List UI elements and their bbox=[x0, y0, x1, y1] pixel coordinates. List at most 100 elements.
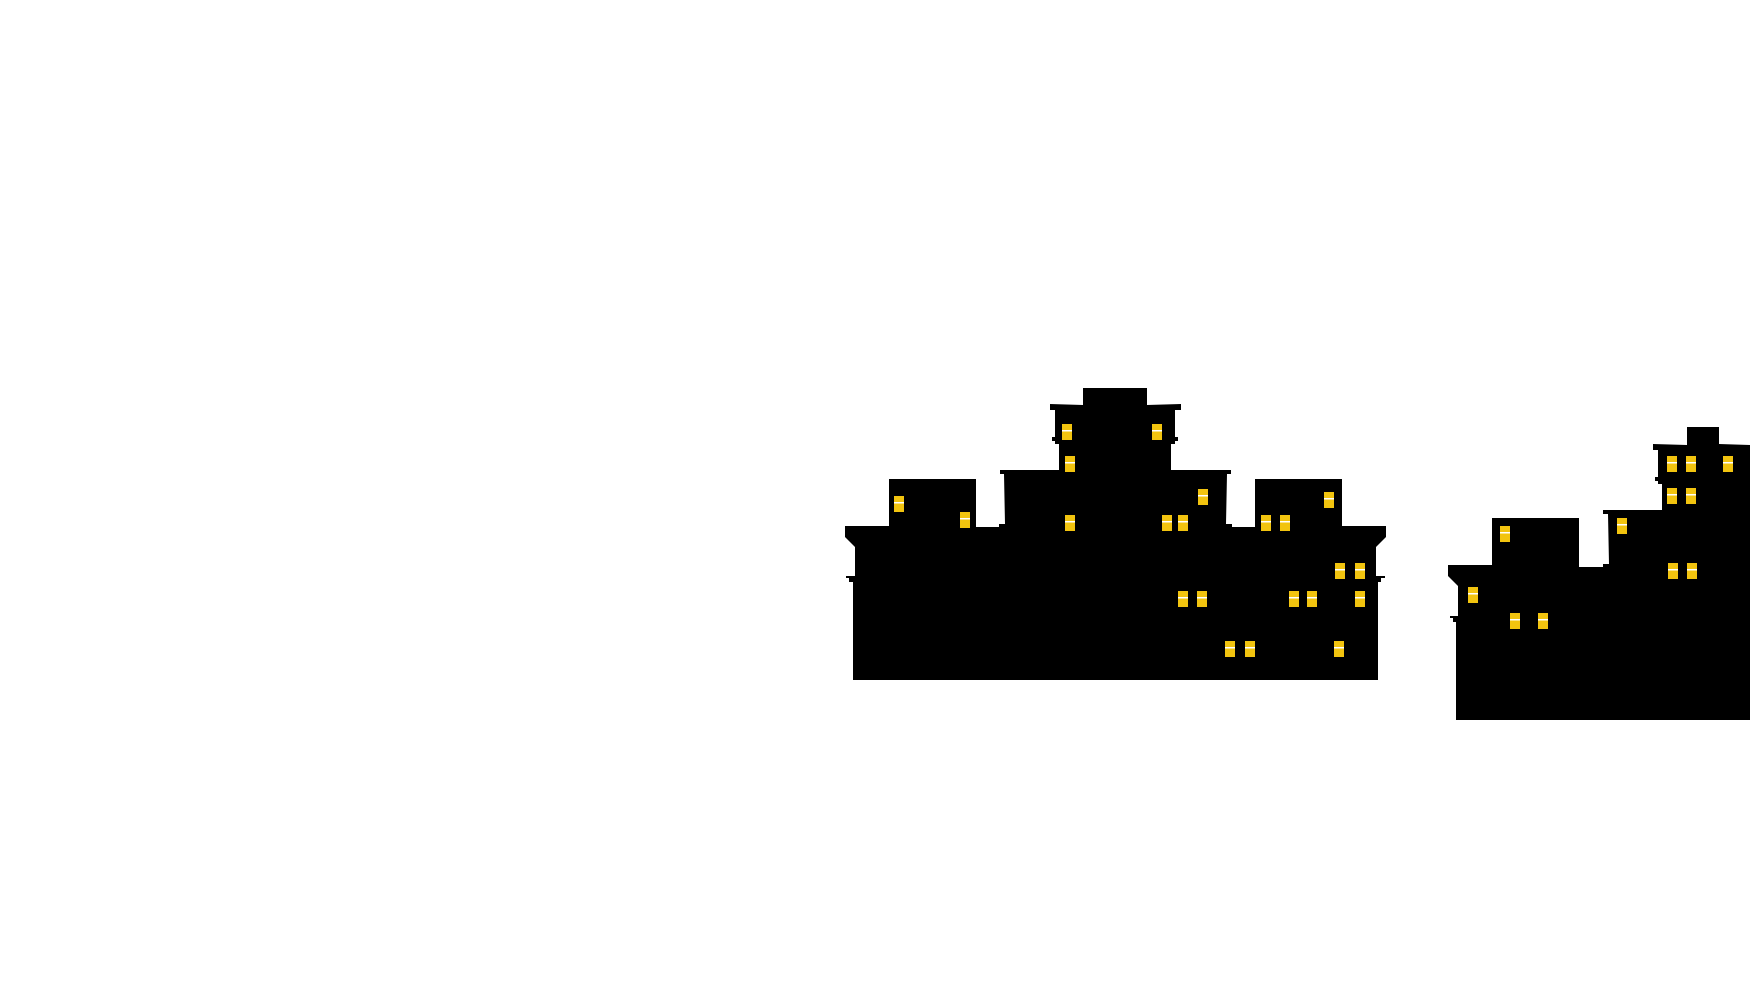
castle-center-window bbox=[1198, 489, 1208, 505]
window-pane bbox=[1307, 591, 1317, 607]
window-divider bbox=[1335, 569, 1345, 571]
castle-right-window bbox=[1500, 526, 1510, 542]
castle-right-window bbox=[1667, 456, 1677, 472]
window-divider bbox=[1355, 569, 1365, 571]
castle-center-window bbox=[1162, 515, 1172, 531]
castle-center-window bbox=[1324, 492, 1334, 508]
castle-right-window bbox=[1668, 563, 1678, 579]
castle-center-window bbox=[1062, 424, 1072, 440]
window-divider bbox=[1723, 462, 1733, 464]
window-divider bbox=[1289, 597, 1299, 599]
lit-windows bbox=[894, 424, 1733, 657]
window-divider bbox=[1686, 494, 1696, 496]
window-divider bbox=[1468, 593, 1478, 595]
window-pane bbox=[1178, 591, 1188, 607]
window-divider bbox=[1225, 647, 1235, 649]
castle-center-window bbox=[1178, 591, 1188, 607]
window-divider bbox=[1686, 462, 1696, 464]
window-divider bbox=[1065, 462, 1075, 464]
castle-center-window bbox=[1065, 456, 1075, 472]
castle-right-window bbox=[1538, 613, 1548, 629]
window-pane bbox=[1065, 456, 1075, 472]
window-divider bbox=[1617, 524, 1627, 526]
window-pane bbox=[1162, 515, 1172, 531]
window-pane bbox=[1667, 456, 1677, 472]
window-divider bbox=[1355, 597, 1365, 599]
window-pane bbox=[1686, 456, 1696, 472]
castle-center-window bbox=[1335, 563, 1345, 579]
window-pane bbox=[1355, 563, 1365, 579]
castle-center-window bbox=[1225, 641, 1235, 657]
window-divider bbox=[1307, 597, 1317, 599]
castle-center-window bbox=[1355, 591, 1365, 607]
castle-center-window bbox=[1261, 515, 1271, 531]
window-divider bbox=[1687, 569, 1697, 571]
castle-right-window bbox=[1617, 518, 1627, 534]
castle-center-window bbox=[1152, 424, 1162, 440]
window-divider bbox=[894, 502, 904, 504]
window-divider bbox=[1065, 521, 1075, 523]
castle-center-window bbox=[1280, 515, 1290, 531]
window-pane bbox=[1065, 515, 1075, 531]
window-divider bbox=[1538, 619, 1548, 621]
window-pane bbox=[1538, 613, 1548, 629]
castle-center-window bbox=[960, 512, 970, 528]
window-pane bbox=[1617, 518, 1627, 534]
window-divider bbox=[1197, 597, 1207, 599]
window-pane bbox=[1500, 526, 1510, 542]
window-pane bbox=[1668, 563, 1678, 579]
window-pane bbox=[1667, 488, 1677, 504]
window-divider bbox=[1062, 430, 1072, 432]
window-divider bbox=[1261, 521, 1271, 523]
window-divider bbox=[1280, 521, 1290, 523]
castle-center-window bbox=[1289, 591, 1299, 607]
window-pane bbox=[1468, 587, 1478, 603]
window-pane bbox=[1197, 591, 1207, 607]
castle-center-window bbox=[1065, 515, 1075, 531]
castle-right-window bbox=[1687, 563, 1697, 579]
window-divider bbox=[1162, 521, 1172, 523]
window-divider bbox=[1510, 619, 1520, 621]
window-pane bbox=[1335, 563, 1345, 579]
castle-right-window bbox=[1686, 456, 1696, 472]
castle-center-window bbox=[1178, 515, 1188, 531]
window-divider bbox=[1334, 647, 1344, 649]
window-divider bbox=[1667, 494, 1677, 496]
castle-center-window bbox=[1197, 591, 1207, 607]
window-pane bbox=[1723, 456, 1733, 472]
castle-right-window bbox=[1667, 488, 1677, 504]
window-pane bbox=[1245, 641, 1255, 657]
window-divider bbox=[1245, 647, 1255, 649]
window-divider bbox=[1324, 498, 1334, 500]
window-divider bbox=[1668, 569, 1678, 571]
castle-center-window bbox=[894, 496, 904, 512]
window-divider bbox=[1198, 495, 1208, 497]
castle-right-window bbox=[1723, 456, 1733, 472]
window-pane bbox=[1355, 591, 1365, 607]
window-pane bbox=[1280, 515, 1290, 531]
window-pane bbox=[1178, 515, 1188, 531]
castle-silhouette-center bbox=[845, 388, 1386, 680]
window-divider bbox=[1667, 462, 1677, 464]
window-pane bbox=[1324, 492, 1334, 508]
window-pane bbox=[960, 512, 970, 528]
window-pane bbox=[1334, 641, 1344, 657]
castle-center-window bbox=[1245, 641, 1255, 657]
window-divider bbox=[960, 518, 970, 520]
window-pane bbox=[1261, 515, 1271, 531]
window-pane bbox=[1152, 424, 1162, 440]
window-divider bbox=[1152, 430, 1162, 432]
window-pane bbox=[1062, 424, 1072, 440]
window-pane bbox=[1510, 613, 1520, 629]
castle-center-body bbox=[845, 388, 1386, 680]
castle-center-window bbox=[1355, 563, 1365, 579]
castle-right-window bbox=[1510, 613, 1520, 629]
window-pane bbox=[1198, 489, 1208, 505]
castle-right-window bbox=[1686, 488, 1696, 504]
castle-center-window bbox=[1307, 591, 1317, 607]
window-pane bbox=[1289, 591, 1299, 607]
window-divider bbox=[1178, 521, 1188, 523]
window-pane bbox=[1687, 563, 1697, 579]
